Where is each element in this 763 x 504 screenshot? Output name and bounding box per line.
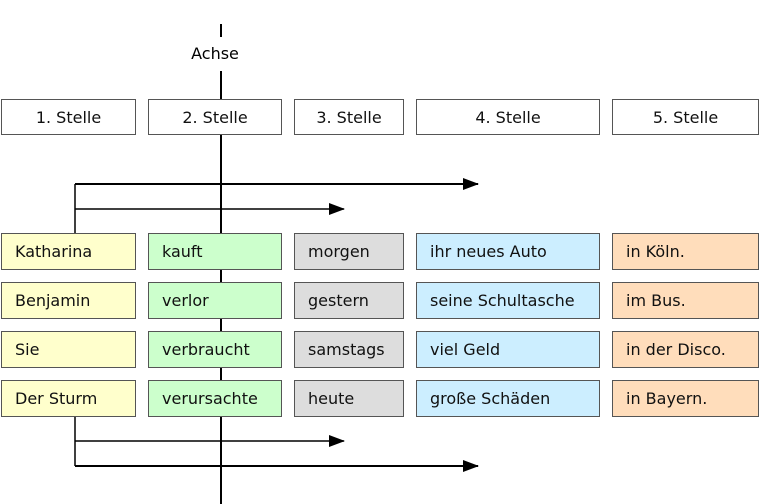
cell-place: in Bayern. [612,380,759,417]
cell-time: morgen [294,233,404,270]
cell-place: in der Disco. [612,331,759,368]
cell-subject: Katharina [1,233,136,270]
header-stelle-4: 4. Stelle [416,99,600,135]
cell-subject: Benjamin [1,282,136,319]
cell-time: samstags [294,331,404,368]
cell-object: große Schäden [416,380,600,417]
header-stelle-5: 5. Stelle [612,99,759,135]
header-stelle-3: 3. Stelle [294,99,404,135]
axis-label: Achse [191,44,239,63]
cell-object: seine Schultasche [416,282,600,319]
cell-subject: Der Sturm [1,380,136,417]
cell-place: in Köln. [612,233,759,270]
cell-verb: kauft [148,233,282,270]
cell-verb: verlor [148,282,282,319]
cell-verb: verursachte [148,380,282,417]
cell-subject: Sie [1,331,136,368]
cell-verb: verbraucht [148,331,282,368]
cell-time: heute [294,380,404,417]
cell-time: gestern [294,282,404,319]
cell-place: im Bus. [612,282,759,319]
header-stelle-2: 2. Stelle [148,99,282,135]
cell-object: viel Geld [416,331,600,368]
cell-object: ihr neues Auto [416,233,600,270]
header-stelle-1: 1. Stelle [1,99,136,135]
